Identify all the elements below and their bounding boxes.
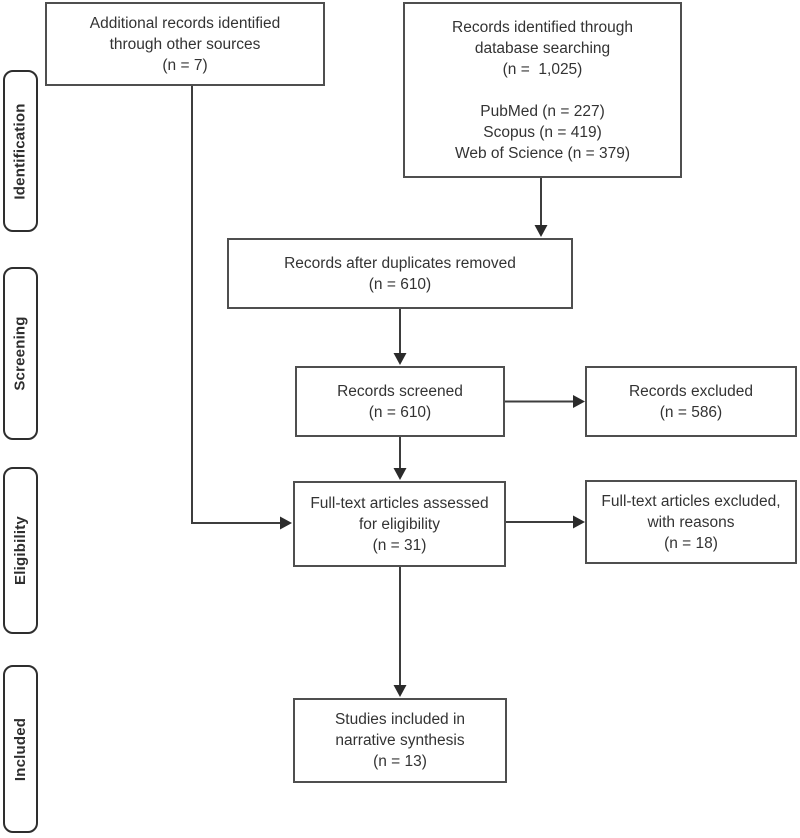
- text-line: Studies included in: [334, 711, 466, 728]
- stage-identification: Identification: [3, 70, 38, 232]
- text-line: (n = 1,025): [502, 60, 583, 78]
- arrowhead-included: [393, 685, 407, 697]
- text-line: for eligibility: [359, 515, 440, 533]
- text-line: Records after duplicates removed: [284, 254, 516, 272]
- text-line: Records screened: [337, 382, 463, 400]
- text-line: database searching: [474, 39, 611, 57]
- text-line: (n = 610): [368, 403, 432, 421]
- text-line: Scopus (n = 419): [483, 123, 602, 141]
- text-line: Full-text articles assessed: [310, 494, 489, 512]
- text-line: Additional records identified: [89, 14, 281, 32]
- text-line: through other sources: [109, 35, 261, 53]
- text-line: Records excluded: [628, 382, 754, 400]
- arrowhead-screened: [393, 353, 407, 365]
- stage-screening: Screening: [3, 267, 38, 440]
- text-line: with reasons: [647, 513, 735, 531]
- text-line: (n = 18): [664, 534, 718, 552]
- text-line: (n = 31): [372, 536, 427, 554]
- stage-included: Included: [3, 665, 38, 833]
- node-records-excluded: Records excluded (n = 586): [585, 366, 797, 437]
- text-line: Full-text articles excluded,: [601, 492, 781, 510]
- text-line: (n = 610): [368, 275, 432, 293]
- arrow-other-sources-to-fulltext: [191, 86, 280, 524]
- arrowhead-fulltext-top: [393, 468, 407, 480]
- node-other-sources: Additional records identified through ot…: [45, 2, 325, 86]
- arrowhead-duplicates: [534, 225, 548, 237]
- stage-label: Identification: [12, 102, 30, 200]
- arrowhead-excluded: [573, 395, 585, 408]
- stage-label: Included: [12, 717, 29, 781]
- node-studies-included: Studies included in narrative synthesis …: [293, 698, 507, 783]
- text-line: narrative synthesis: [335, 732, 465, 749]
- stage-label: Eligibility: [12, 516, 29, 585]
- text-line: PubMed (n = 227): [480, 102, 605, 120]
- text-line: (n = 586): [659, 403, 723, 421]
- arrowhead-fulltext-excluded: [573, 515, 585, 529]
- text-line: (n = 13): [373, 753, 427, 770]
- text-line: Web of Science (n = 379): [454, 144, 631, 162]
- text-line: Records identified through: [452, 18, 633, 36]
- stage-label: Screening: [12, 316, 30, 391]
- node-records-screened: Records screened (n = 610): [295, 366, 505, 437]
- node-fulltext-excluded: Full-text articles excluded, with reason…: [585, 480, 797, 564]
- node-database-records: Records identified through database sear…: [403, 2, 682, 178]
- stage-eligibility: Eligibility: [3, 467, 38, 634]
- node-fulltext-assessed: Full-text articles assessed for eligibil…: [293, 481, 506, 567]
- text-line: (n = 7): [162, 56, 208, 74]
- arrowhead-fulltext-left: [280, 516, 292, 530]
- node-duplicates-removed: Records after duplicates removed (n = 61…: [227, 238, 573, 309]
